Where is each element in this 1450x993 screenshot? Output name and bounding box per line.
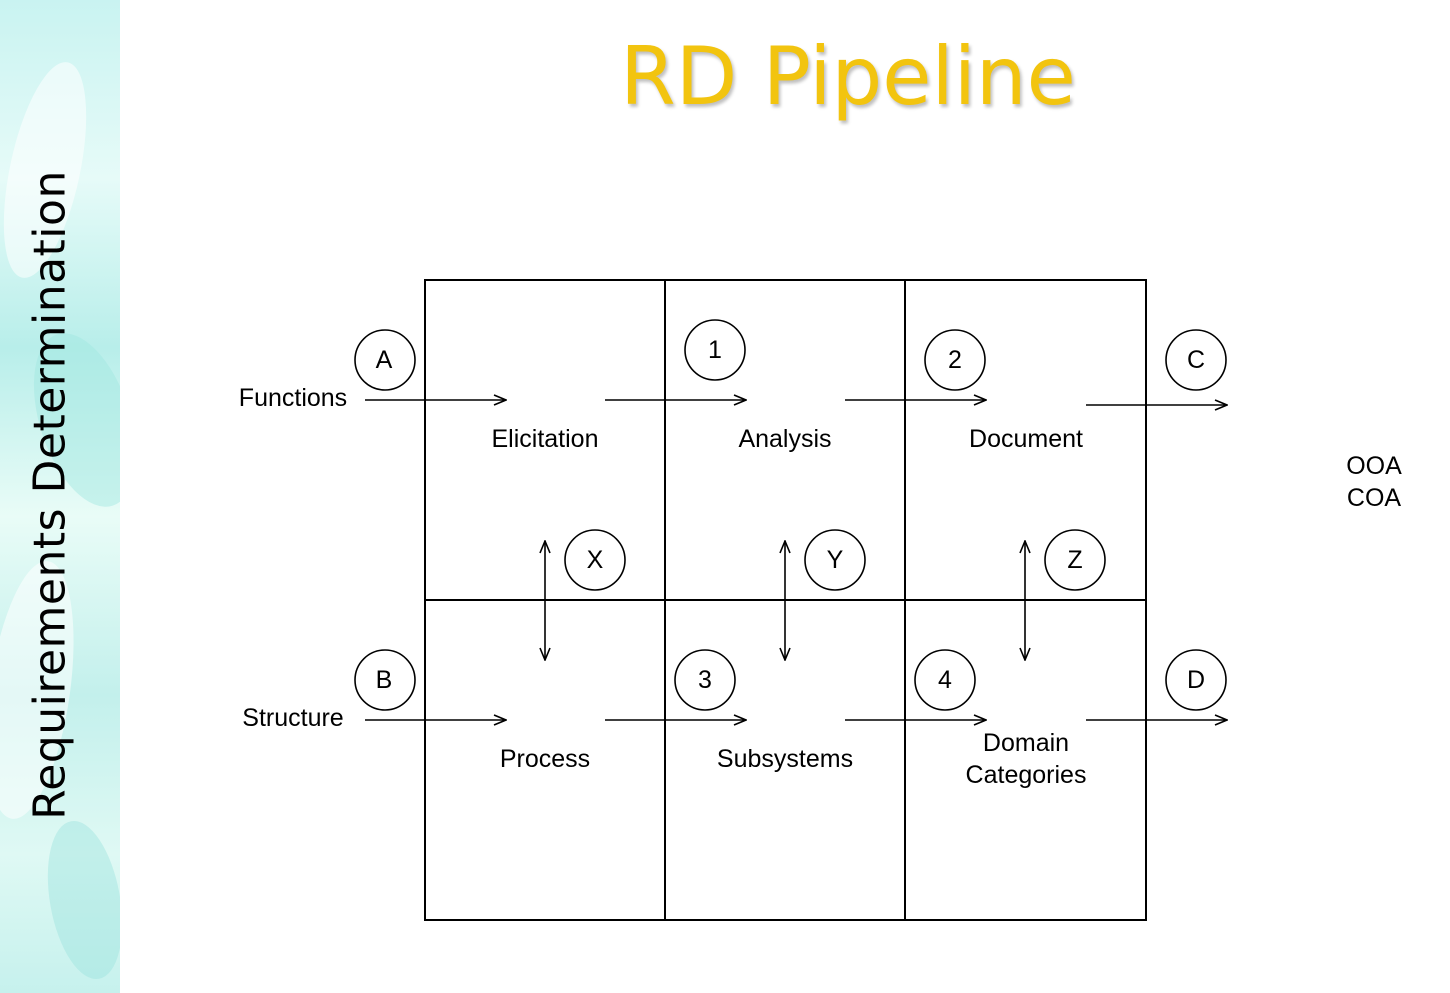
marker-2-label: 2 [948,346,962,374]
marker-x-label: X [587,546,604,574]
page-title: RD Pipeline [620,30,1076,123]
output-notes: OOA COA [1346,450,1402,514]
marker-d-label: D [1187,666,1205,694]
marker-4: 4 [914,649,976,711]
stage-analysis: Analysis [738,425,831,453]
input-functions-label: Functions [239,384,347,412]
marker-z: Z [1044,529,1106,591]
marker-y: Y [804,529,866,591]
marker-1-label: 1 [708,336,722,364]
marker-a: A [354,329,416,391]
marker-2: 2 [924,329,986,391]
output-ooa: OOA [1346,452,1402,480]
marker-4-label: 4 [938,666,952,694]
marker-d: D [1165,649,1227,711]
input-structure-label: Structure [242,704,343,732]
marker-1: 1 [684,319,746,381]
marker-3-label: 3 [698,666,712,694]
marker-y-label: Y [827,546,844,574]
stage-process: Process [500,745,590,773]
marker-c: C [1165,329,1227,391]
marker-3: 3 [674,649,736,711]
marker-x: X [564,529,626,591]
stage-document: Document [969,425,1083,453]
marker-a-label: A [376,346,393,374]
stage-elicitation: Elicitation [492,425,599,453]
marker-b-label: B [376,666,393,694]
marker-b: B [354,649,416,711]
stage-subsystems: Subsystems [717,745,853,773]
output-coa: COA [1346,484,1402,512]
stage-domain: Domain [983,729,1069,757]
stage-categories: Categories [966,761,1087,789]
marker-c-label: C [1187,346,1205,374]
marker-z-label: Z [1067,546,1082,574]
decorative-side-band [0,0,120,993]
